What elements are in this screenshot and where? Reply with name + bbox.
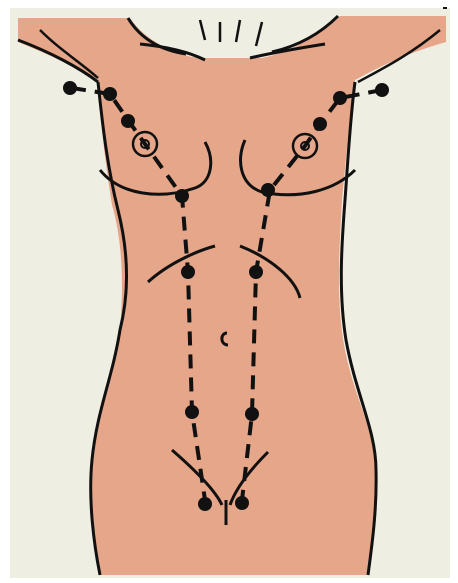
left-dot-abdomen-upper — [181, 265, 195, 279]
left-dot-chest — [121, 114, 135, 128]
right-dot-upper — [333, 91, 347, 105]
left-dot-groin — [198, 497, 212, 511]
right-dot-groin — [235, 496, 249, 510]
left-dot-inframammary — [175, 189, 189, 203]
right-dot-abdomen-lower — [245, 407, 259, 421]
left-dot-abdomen-lower — [185, 405, 199, 419]
right-dot-axilla — [375, 83, 389, 97]
left-dot-axilla — [63, 81, 77, 95]
right-dot-abdomen-upper — [249, 265, 263, 279]
left-dot-upper — [103, 87, 117, 101]
right-dot-inframammary — [261, 183, 275, 197]
right-dot-chest — [313, 117, 327, 131]
